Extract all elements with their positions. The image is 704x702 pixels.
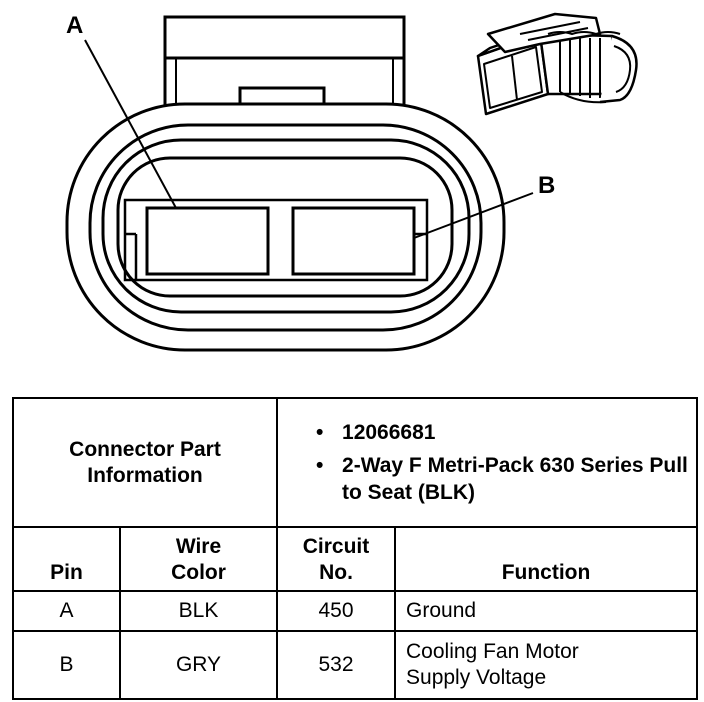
label-pin-a: A <box>66 12 84 39</box>
header-function: Function <box>394 526 699 592</box>
header-circuit-no: Circuit No. <box>276 526 397 592</box>
row-a-function: Ground <box>394 590 699 632</box>
row-b-function: Cooling Fan Motor Supply Voltage <box>394 630 699 700</box>
bullet-icon: • <box>316 421 324 444</box>
leader-line-b <box>413 192 534 239</box>
part-info-title: Connector Part Information <box>69 437 221 487</box>
table-row: B GRY 532 Cooling Fan Motor Supply Volta… <box>12 630 699 700</box>
row-b-circuit: 532 <box>276 630 397 700</box>
terminal-a <box>145 206 270 276</box>
row-a-wire-color: BLK <box>118 590 279 632</box>
row-b-pin: B <box>12 630 121 700</box>
table-row: A BLK 450 Ground <box>12 590 699 632</box>
row-a-circuit: 450 <box>276 590 397 632</box>
table-header-row: Pin Wire Color Circuit No. Function <box>12 526 699 592</box>
leader-line-a <box>84 39 177 209</box>
part-number-item: • 12066681 <box>312 419 696 446</box>
connector-latch <box>163 15 406 110</box>
row-a-pin: A <box>12 590 121 632</box>
connector-isometric-icon <box>476 12 638 116</box>
header-pin: Pin <box>12 526 121 592</box>
part-description-item: • 2-Way F Metri-Pack 630 Series Pull to … <box>312 452 696 506</box>
part-info-title-cell: Connector Part Information <box>11 397 279 528</box>
part-info-row: Connector Part Information • 12066681 • … <box>11 397 699 528</box>
part-number: 12066681 <box>342 421 436 444</box>
connector-housing <box>65 102 506 352</box>
bullet-icon: • <box>316 454 324 477</box>
connector-info-table: Connector Part Information • 12066681 • … <box>11 397 699 700</box>
part-description: 2-Way F Metri-Pack 630 Series Pull to Se… <box>342 454 688 504</box>
terminal-b <box>291 206 416 276</box>
header-wire-color: Wire Color <box>118 526 279 592</box>
connector-diagram <box>65 12 638 352</box>
label-pin-b: B <box>538 172 556 199</box>
part-info-bullets: • 12066681 • 2-Way F Metri-Pack 630 Seri… <box>276 397 699 528</box>
row-b-wire-color: GRY <box>118 630 279 700</box>
